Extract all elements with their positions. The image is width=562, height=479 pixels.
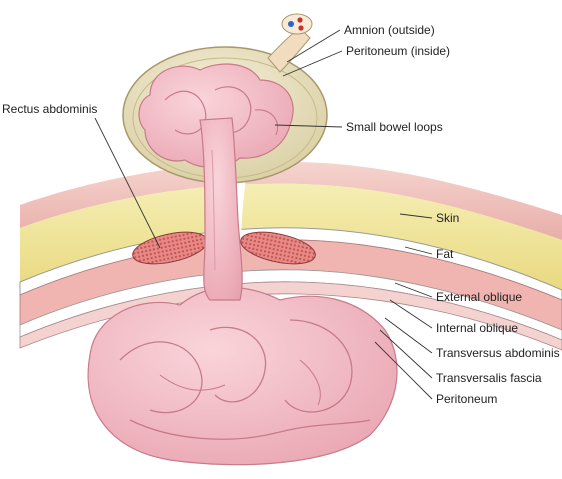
- label-peritoneum: Peritoneum: [436, 392, 497, 406]
- label-transversus: Transversus abdominis: [436, 346, 560, 360]
- label-skin: Skin: [436, 211, 459, 225]
- rectus-right: [240, 231, 316, 265]
- skin-layer: [20, 161, 562, 240]
- label-peritoneum-inside: Peritoneum (inside): [346, 44, 450, 58]
- rectus-muscles: [132, 231, 316, 265]
- umbilical-cord: [267, 27, 311, 73]
- label-internal-oblique: Internal oblique: [436, 321, 518, 335]
- label-fat: Fat: [436, 247, 454, 261]
- bowel-stalk: [199, 117, 243, 301]
- label-transversalis-fascia: Transversalis fascia: [436, 371, 542, 385]
- label-external-oblique: External oblique: [436, 290, 522, 304]
- label-rectus: Rectus abdominis: [2, 102, 97, 116]
- label-small-bowel: Small bowel loops: [346, 120, 443, 134]
- abdominal-bowel: [87, 287, 398, 466]
- leader-lines: [94, 29, 433, 400]
- fat-layer: [20, 183, 562, 290]
- cord-cross-section: [281, 13, 313, 35]
- labels: Amnion (outside) Peritoneum (inside) Sma…: [2, 23, 560, 406]
- herniated-bowel: [138, 63, 294, 301]
- label-amnion: Amnion (outside): [344, 23, 435, 37]
